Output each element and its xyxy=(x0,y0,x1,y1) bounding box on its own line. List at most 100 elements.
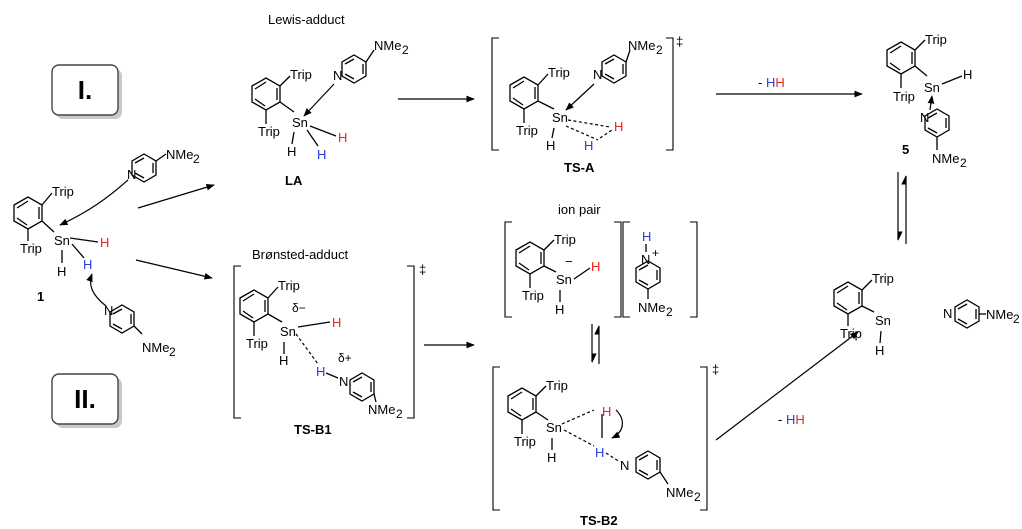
svg-text:H: H xyxy=(963,67,972,82)
svg-text:H: H xyxy=(584,138,593,153)
svg-text:Sn: Sn xyxy=(54,233,70,248)
svg-text:NMe: NMe xyxy=(142,340,169,355)
svg-text:N: N xyxy=(339,374,348,389)
transition-state-a: ‡ Trip Trip Sn H H H N NMe 2 TS-A xyxy=(491,34,683,175)
transition-state-b2: ‡ Trip Trip Sn H H H N NMe 2 TS-B2 xyxy=(492,362,719,528)
svg-text:H: H xyxy=(338,130,347,145)
svg-text:H: H xyxy=(555,302,564,317)
dmap-bottom-reactant: N NMe 2 xyxy=(86,273,176,359)
svg-text:Trip: Trip xyxy=(872,271,894,286)
svg-text:N: N xyxy=(943,306,952,321)
ts-a-label: TS-A xyxy=(564,160,595,175)
h2-loss-bottom: - HH xyxy=(778,412,805,427)
compound-1-label: 1 xyxy=(37,289,44,304)
bronsted-adduct-label: Brønsted-adduct xyxy=(252,247,348,262)
svg-text:Trip: Trip xyxy=(278,278,300,293)
svg-text:H: H xyxy=(317,147,326,162)
svg-text:N: N xyxy=(593,67,602,82)
svg-text:2: 2 xyxy=(193,152,200,166)
svg-text:NMe: NMe xyxy=(166,147,193,162)
svg-text:H: H xyxy=(875,343,884,358)
svg-text:2: 2 xyxy=(694,490,701,504)
svg-text:Trip: Trip xyxy=(548,65,570,80)
svg-text:H: H xyxy=(595,445,604,460)
svg-text:H: H xyxy=(287,144,296,159)
svg-text:Trip: Trip xyxy=(840,326,862,341)
svg-text:‡: ‡ xyxy=(712,362,719,377)
compound-la: Trip Trip Sn H H H N NMe 2 LA xyxy=(251,38,409,188)
svg-text:2: 2 xyxy=(402,43,409,57)
svg-text:−: − xyxy=(565,254,573,269)
svg-text:Trip: Trip xyxy=(516,123,538,138)
ts-b2-label: TS-B2 xyxy=(580,513,618,528)
svg-text:N: N xyxy=(641,252,650,267)
svg-text:2: 2 xyxy=(396,407,403,421)
svg-text:H: H xyxy=(547,450,556,465)
arrow-1-to-tsb1 xyxy=(135,259,213,280)
pathway-one-box: I. xyxy=(51,64,122,119)
svg-text:H: H xyxy=(546,138,555,153)
svg-text:Trip: Trip xyxy=(925,32,947,47)
la-label: LA xyxy=(285,173,303,188)
svg-text:Sn: Sn xyxy=(546,420,562,435)
svg-text:N: N xyxy=(620,458,629,473)
svg-text:2: 2 xyxy=(666,305,673,319)
svg-text:N: N xyxy=(127,167,136,182)
svg-text:Trip: Trip xyxy=(20,241,42,256)
svg-text:NMe: NMe xyxy=(932,151,959,166)
svg-text:Trip: Trip xyxy=(514,434,536,449)
pathway-one-label: I. xyxy=(78,75,92,105)
svg-text:H: H xyxy=(316,364,325,379)
compound-5-label: 5 xyxy=(902,142,909,157)
svg-text:Sn: Sn xyxy=(552,110,568,125)
ion-pair: Trip Trip Sn − H H H N + NMe 2 xyxy=(504,221,698,319)
svg-text:NMe: NMe xyxy=(628,38,655,53)
svg-text:2: 2 xyxy=(960,156,967,170)
compound-1: Trip Trip Sn H H H 1 xyxy=(13,184,109,304)
svg-text:Sn: Sn xyxy=(556,272,572,287)
svg-text:2: 2 xyxy=(1013,312,1020,326)
svg-text:H: H xyxy=(279,353,288,368)
svg-text:H: H xyxy=(83,257,92,272)
transition-state-b1: ‡ Trip Trip Sn δ− H H H δ+ N NMe 2 TS-B1 xyxy=(233,262,426,437)
svg-text:Trip: Trip xyxy=(554,232,576,247)
products: Trip Trip Sn H N NMe 2 xyxy=(833,271,1020,358)
svg-text:NMe: NMe xyxy=(986,307,1013,322)
arrow-tsb2-to-products xyxy=(715,331,859,441)
svg-text:Trip: Trip xyxy=(52,184,74,199)
h2-loss-top: - HH xyxy=(758,75,785,90)
svg-text:Sn: Sn xyxy=(292,115,308,130)
svg-text:δ+: δ+ xyxy=(338,351,352,365)
svg-text:Trip: Trip xyxy=(246,336,268,351)
svg-text:H: H xyxy=(602,404,611,419)
svg-text:NMe: NMe xyxy=(368,402,395,417)
svg-text:H: H xyxy=(100,235,109,250)
ts-b1-label: TS-B1 xyxy=(294,422,332,437)
svg-text:NMe: NMe xyxy=(666,485,693,500)
svg-text:H: H xyxy=(614,119,623,134)
svg-text:+: + xyxy=(652,246,659,260)
compound-5: Trip Trip Sn H N NMe 2 5 xyxy=(886,32,972,170)
svg-text:H: H xyxy=(332,315,341,330)
svg-text:N: N xyxy=(920,110,929,125)
pathway-two-label: II. xyxy=(74,384,96,414)
equilibrium-5-products xyxy=(897,172,907,244)
svg-text:Trip: Trip xyxy=(546,378,568,393)
svg-text:NMe: NMe xyxy=(374,38,401,53)
svg-text:N: N xyxy=(104,303,113,318)
arrow-1-to-la xyxy=(137,183,215,209)
svg-text:N: N xyxy=(333,68,342,83)
svg-text:Trip: Trip xyxy=(522,288,544,303)
svg-text:Trip: Trip xyxy=(290,67,312,82)
svg-text:H: H xyxy=(57,264,66,279)
svg-text:Sn: Sn xyxy=(875,313,891,328)
svg-text:Trip: Trip xyxy=(893,89,915,104)
svg-text:H: H xyxy=(591,259,600,274)
svg-text:‡: ‡ xyxy=(419,262,426,277)
svg-text:Sn: Sn xyxy=(280,324,296,339)
svg-text:Trip: Trip xyxy=(258,124,280,139)
equilibrium-ionpair-tsb2 xyxy=(591,324,600,364)
pathway-two-box: II. xyxy=(51,373,122,428)
lewis-adduct-label: Lewis-adduct xyxy=(268,12,345,27)
svg-text:δ−: δ− xyxy=(292,301,306,315)
